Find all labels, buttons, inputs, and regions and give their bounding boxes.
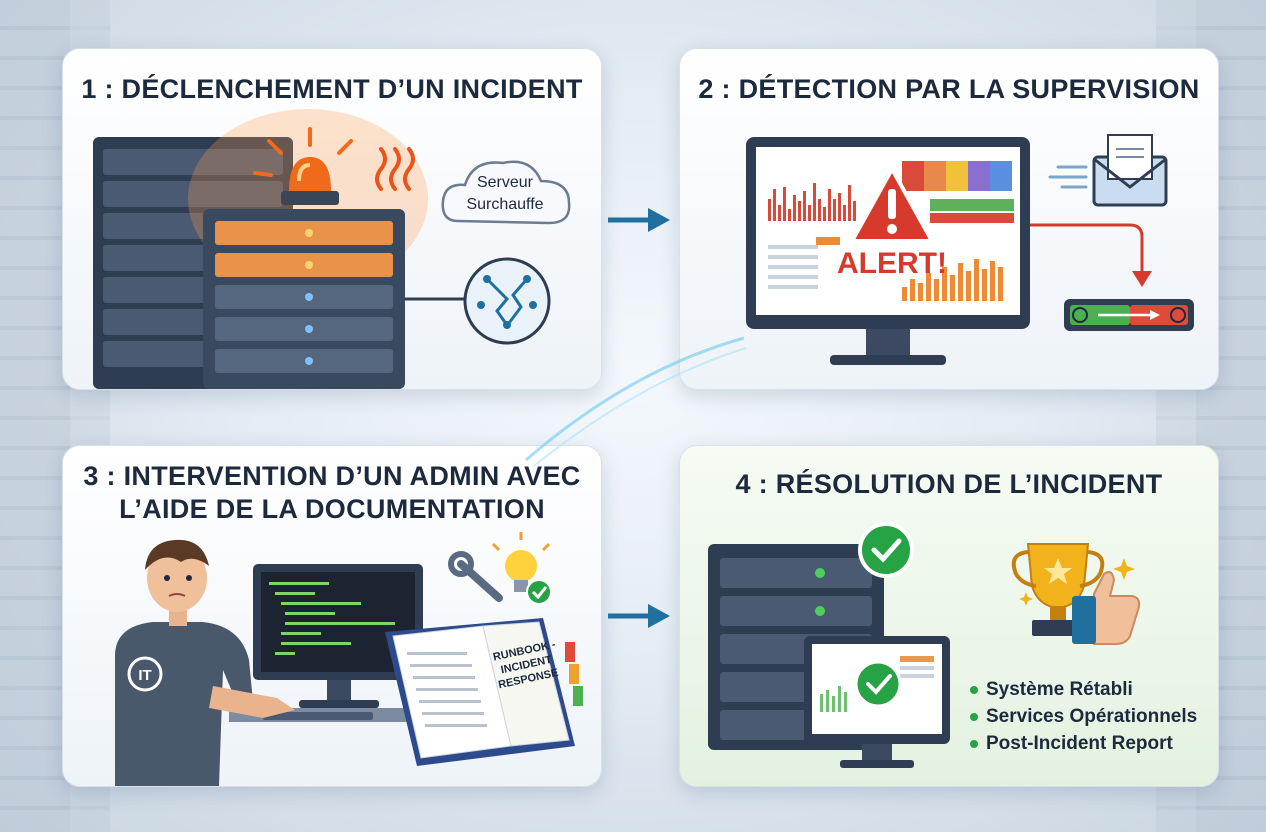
step-3-title: 3 : INTERVENTION D’UN ADMIN AVEC L’AIDE …	[63, 460, 601, 526]
step-2-title: 2 : DÉTECTION PAR LA SUPERVISION	[698, 74, 1200, 104]
step-2-panel: 2 : DÉTECTION PAR LA SUPERVISION	[679, 48, 1219, 390]
bullet-text: Système Rétabli	[986, 679, 1133, 700]
step-1-panel: 1 : DÉCLENCHEMENT D’UN INCIDENT	[62, 48, 602, 390]
connector-line	[1030, 223, 1144, 275]
arrow-step-1-to-2	[608, 208, 670, 232]
heat-waves-icon	[375, 147, 415, 191]
step-3-panel: 3 : INTERVENTION D’UN ADMIN AVEC L’AIDE …	[62, 445, 602, 787]
lightbulb-icon	[491, 532, 551, 592]
thumbs-up-icon	[1072, 571, 1141, 645]
monitor-icon	[253, 564, 423, 720]
step-2-illustration: ALERT!	[746, 134, 1194, 365]
step-3-title-line-2: L’AIDE DE LA DOCUMENTATION	[119, 494, 545, 524]
background-rack-left	[0, 0, 70, 832]
keyboard	[263, 712, 373, 720]
cloud-line-1: Serveur	[477, 174, 534, 191]
bullet-item: Système Rétabli	[970, 676, 1197, 703]
bullet-item: Post-Incident Report	[970, 730, 1197, 757]
bullet-text: Services Opérationnels	[986, 706, 1198, 727]
step-3-title-line-1: 3 : INTERVENTION D’UN ADMIN AVEC	[83, 461, 581, 491]
step-1-title: 1 : DÉCLENCHEMENT D’UN INCIDENT	[81, 74, 583, 104]
server-rack-icon	[708, 544, 884, 750]
step-3-illustration: IT RUNBOOK - INCIDENT RESPONSE	[115, 532, 583, 786]
arrow-step-3-to-4	[608, 604, 670, 628]
bullet-dot	[970, 739, 978, 748]
check-icon	[526, 579, 552, 605]
step-4-title: 4 : RÉSOLUTION DE L’INCIDENT	[735, 469, 1163, 499]
sparkle-icon	[1019, 558, 1135, 606]
cloud-line-2: Surchauffe	[466, 196, 543, 213]
cloud-icon	[441, 160, 571, 225]
bullet-item: Services Opérationnels	[970, 703, 1197, 730]
siren-icon	[253, 127, 353, 205]
bullet-dot	[970, 685, 978, 694]
alert-triangle-icon	[850, 167, 934, 243]
shirt-logo: IT	[138, 667, 151, 684]
trophy-icon	[1011, 543, 1105, 636]
hot-server-icon	[203, 209, 405, 389]
check-icon	[854, 660, 902, 708]
resolution-bullet-list: Système Rétabli Services Opérationnels P…	[970, 676, 1197, 757]
flow-swoosh	[525, 336, 747, 467]
step-4-illustration	[708, 522, 1141, 768]
alert-text: ALERT!	[837, 247, 947, 280]
step-4-panel: 4 : RÉSOLUTION DE L’INCIDENT	[679, 445, 1219, 787]
wrench-icon	[448, 551, 503, 602]
bullet-dot	[970, 712, 978, 721]
bullet-text: Post-Incident Report	[986, 733, 1173, 754]
admin-person-icon	[115, 539, 295, 786]
step-1-illustration: Serveur Surchauffe	[93, 109, 571, 389]
network-chip-icon	[463, 257, 551, 345]
check-icon	[858, 522, 914, 578]
binder-icon	[385, 618, 583, 766]
email-icon	[1048, 134, 1168, 207]
status-bar-icon	[1064, 299, 1194, 331]
